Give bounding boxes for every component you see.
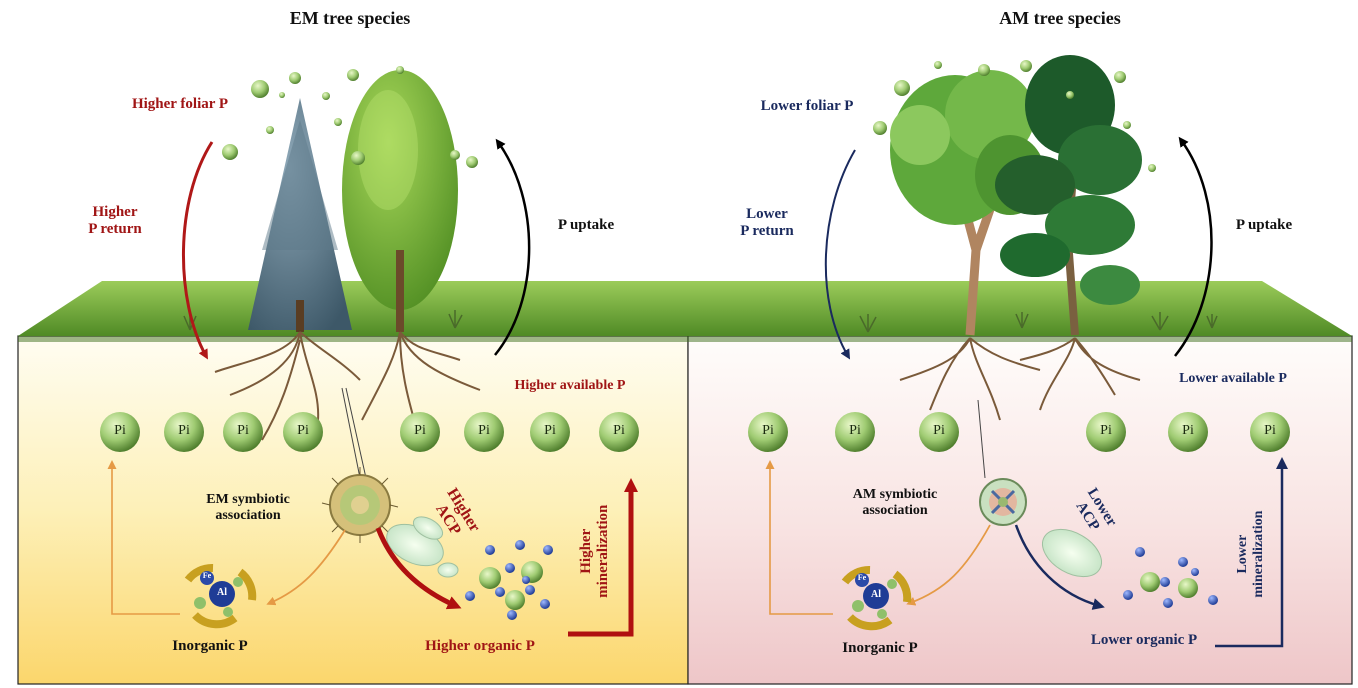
grass-surface <box>18 281 1352 336</box>
em-return-label: Higher P return <box>70 204 160 239</box>
pi-label: Pi <box>414 423 426 438</box>
am-mineralization-arrow <box>1215 457 1288 648</box>
am-symbiotic-line1: AM symbiotic <box>852 487 938 502</box>
em-symbiotic-label: EM symbiotic association <box>183 492 313 524</box>
am-symbiosis-to-inorganic-arrow <box>906 524 991 606</box>
pi-label: Pi <box>114 423 126 438</box>
pi-label: Pi <box>1182 423 1194 438</box>
pi-sphere-icon <box>1086 412 1126 452</box>
em-inorganic-to-pi-arrow <box>107 460 180 615</box>
am-mycorrhiza-icon <box>977 399 1027 526</box>
am-symbiotic-line2: association <box>862 503 928 519</box>
pi-label: Pi <box>762 423 774 438</box>
pi-sphere-icon <box>530 412 570 452</box>
am-fe-al-complex-icon <box>841 566 912 631</box>
am-organic-p-molecules-icon <box>1123 547 1218 608</box>
pi-sphere-icon <box>748 412 788 452</box>
am-foliar-label: Lower foliar P <box>760 98 854 114</box>
am-mineralization-label: Lower mineralization <box>1235 494 1267 614</box>
pi-sphere-icon <box>919 412 959 452</box>
pi-sphere-icon <box>400 412 440 452</box>
em-symbiosis-to-inorganic-arrow <box>266 529 346 606</box>
em-inorganic-label: Inorganic P <box>172 638 248 654</box>
pi-sphere-icon <box>835 412 875 452</box>
am-return-line1: Lower <box>746 206 788 222</box>
em-foliar-pi-particles <box>222 66 478 168</box>
pi-sphere-icon <box>599 412 639 452</box>
am-foliar-pi-particles <box>873 60 1156 172</box>
pi-label: Pi <box>1264 423 1276 438</box>
em-foliar-label: Higher foliar P <box>131 96 229 112</box>
am-inorganic-to-pi-arrow <box>765 460 833 615</box>
pi-label: Pi <box>544 423 556 438</box>
pi-sphere-icon <box>1168 412 1208 452</box>
pi-sphere-icon <box>223 412 263 452</box>
pi-label: Pi <box>297 423 309 438</box>
em-return-line2: P return <box>88 221 142 238</box>
em-p-return-arrow <box>182 141 214 360</box>
am-return-label: Lower P return <box>722 206 812 241</box>
em-deciduous-tree-icon <box>342 70 458 332</box>
am-acp-arrow <box>1014 524 1105 610</box>
em-acp-arrow <box>375 527 462 610</box>
am-title: AM tree species <box>999 8 1121 28</box>
em-available-label: Higher available P <box>514 378 626 393</box>
pi-sphere-icon <box>100 412 140 452</box>
am-enzyme-icon <box>1042 528 1102 578</box>
am-evergreen-tree-icon <box>995 55 1142 336</box>
pi-label: Pi <box>849 423 861 438</box>
em-return-line1: Higher <box>92 204 138 220</box>
em-fe-al-complex-icon <box>184 564 257 629</box>
am-available-label: Lower available P <box>1179 371 1287 386</box>
em-roots <box>214 331 481 441</box>
am-pi-row <box>748 412 1290 452</box>
pi-label: Pi <box>613 423 625 438</box>
em-fe-label: Fe <box>202 571 212 580</box>
em-title: EM tree species <box>289 8 411 28</box>
am-symbiotic-label: AM symbiotic association <box>830 487 960 519</box>
pi-label: Pi <box>237 423 249 438</box>
am-mineral-line1: Lower <box>1234 534 1250 574</box>
am-organic-label: Lower organic P <box>1090 632 1198 648</box>
am-p-return-arrow <box>824 149 856 360</box>
am-roots <box>899 337 1141 421</box>
em-al-label: Al <box>217 587 227 598</box>
pi-sphere-icon <box>464 412 504 452</box>
em-symbiotic-line1: EM symbiotic <box>206 492 290 507</box>
pi-label: Pi <box>178 423 190 438</box>
pi-sphere-icon <box>1250 412 1290 452</box>
am-p-uptake-arrow <box>1174 136 1213 357</box>
am-inorganic-label: Inorganic P <box>842 640 918 656</box>
em-pi-row <box>100 412 639 452</box>
em-mineral-line1: Higher <box>577 528 594 574</box>
em-conifer-tree-icon <box>248 98 352 332</box>
am-uptake-label: P uptake <box>1235 217 1293 233</box>
em-uptake-label: P uptake <box>557 217 615 233</box>
am-fe-label: Fe <box>857 573 867 582</box>
em-organic-p-molecules-icon <box>465 540 553 620</box>
em-mycorrhiza-icon <box>321 387 399 543</box>
pi-label: Pi <box>933 423 945 438</box>
em-p-uptake-arrow <box>494 138 531 356</box>
pi-label: Pi <box>1100 423 1112 438</box>
em-mineralization-arrow <box>568 478 638 637</box>
am-broadleaf-tree-icon <box>890 70 1045 336</box>
am-mineral-line2: mineralization <box>1251 510 1266 598</box>
em-symbiotic-line2: association <box>215 508 281 524</box>
am-al-label: Al <box>871 589 881 600</box>
pi-sphere-icon <box>164 412 204 452</box>
em-organic-label: Higher organic P <box>425 638 535 654</box>
em-mineralization-label: Higher mineralization <box>578 491 613 611</box>
pi-label: Pi <box>478 423 490 438</box>
em-enzyme-icon <box>386 516 459 578</box>
pi-sphere-icon <box>283 412 323 452</box>
am-return-line2: P return <box>740 223 794 240</box>
em-mineral-line2: mineralization <box>595 504 611 598</box>
